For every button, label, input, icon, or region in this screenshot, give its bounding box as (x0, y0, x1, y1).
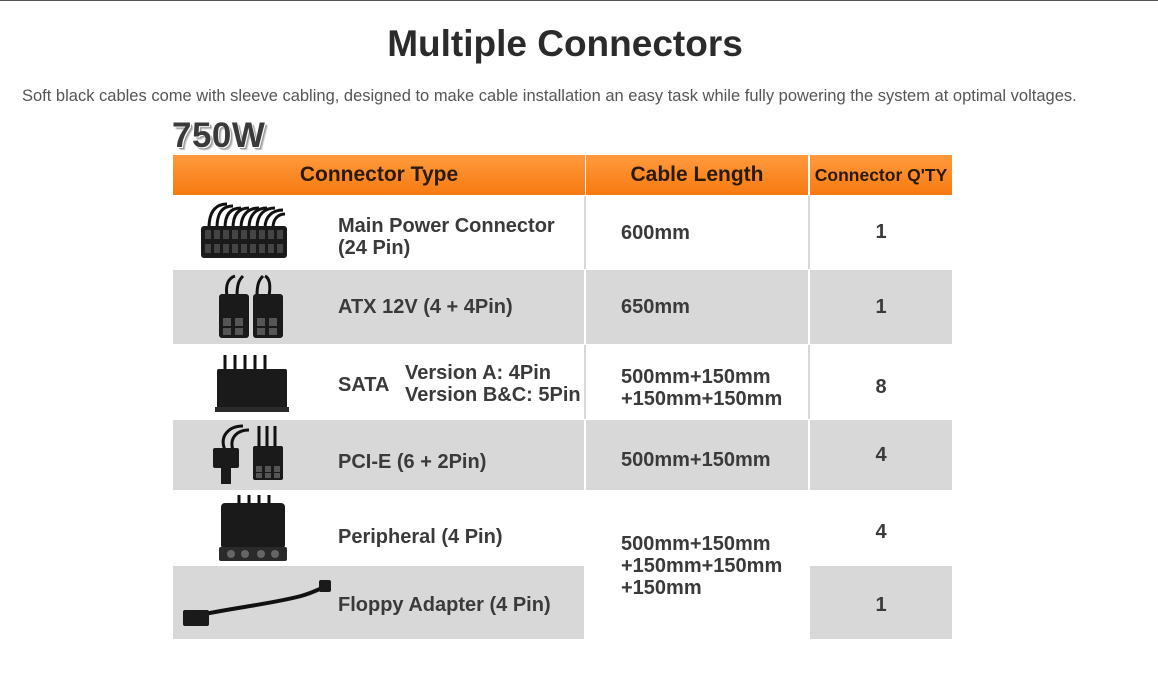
row-divider (584, 270, 586, 344)
cable-length: 500mm+150mm +150mm+150mm +150mm (621, 533, 782, 599)
table-row: Floppy Adapter (4 Pin) (173, 566, 584, 639)
cable-length-line3: +150mm (621, 577, 702, 599)
sata-version-a: Version A: 4Pin (405, 362, 551, 384)
molex-connector-icon (219, 495, 287, 561)
atx-12v-connector-icon (219, 274, 283, 338)
row-divider (808, 196, 810, 269)
atx-24pin-connector-icon (201, 202, 287, 258)
row-divider (584, 196, 586, 269)
connector-name: Peripheral (4 Pin) (338, 526, 503, 548)
header-connector-qty-label: Connector Q'TY (814, 164, 948, 185)
cable-length: 500mm+150mm +150mm+150mm (621, 366, 782, 410)
cable-length-line2: +150mm+150mm (621, 555, 783, 577)
pcie-connector-icon (213, 424, 283, 484)
header-connector-type-label: Connector Type (299, 163, 459, 186)
floppy-adapter-icon (183, 580, 331, 626)
table-row: Peripheral (4 Pin) (173, 491, 952, 565)
connector-name: SATA (338, 374, 390, 396)
sata-connector-icon (215, 355, 289, 412)
connector-qty: 4 (875, 443, 887, 466)
connector-qty: 1 (875, 295, 887, 318)
connector-qty: 8 (875, 375, 887, 398)
sata-version-bc: Version B&C: 5Pin (405, 384, 581, 406)
row-divider (808, 420, 810, 490)
connector-name-line2: (24 Pin) (338, 237, 411, 259)
cable-length-line1: 500mm+150mm (621, 533, 771, 555)
cable-length-line1: 500mm+150mm (621, 366, 771, 388)
header-cable-length-label: Cable Length (630, 163, 764, 186)
connector-name-line1: Main Power Connector (338, 215, 555, 237)
page-title: Multiple Connectors (387, 23, 743, 64)
connector-name: PCI-E (6 + 2Pin) (338, 451, 487, 473)
connector-name: Floppy Adapter (4 Pin) (338, 594, 551, 616)
cable-length: 500mm+150mm (621, 449, 771, 471)
table-row: SATA Version A: 4Pin Version B&C: 5Pin 5… (173, 345, 952, 419)
connector-qty: 4 (875, 521, 887, 543)
connector-name: Main Power Connector (24 Pin) (338, 215, 555, 259)
sata-versions: Version A: 4Pin Version B&C: 5Pin (405, 362, 581, 406)
wattage-label: 750W (172, 116, 266, 155)
row-divider (584, 420, 586, 490)
connector-qty: 1 (875, 594, 887, 616)
header-cable-length: Cable Length (586, 155, 808, 195)
connector-qty: 1 (875, 221, 887, 243)
cable-length-line2: +150mm+150mm (621, 388, 783, 410)
row-divider (808, 345, 810, 419)
connector-name: ATX 12V (4 + 4Pin) (338, 296, 513, 318)
row-divider (584, 345, 586, 419)
table-row: PCI-E (6 + 2Pin) (173, 420, 952, 490)
header-connector-qty: Connector Q'TY (810, 155, 952, 195)
row-divider (808, 270, 810, 344)
cable-length: 600mm (621, 222, 690, 244)
table-row: ATX 12V (4 + 4Pin) (173, 270, 952, 344)
cable-length: 650mm (621, 296, 690, 318)
page-subtitle: Soft black cables come with sleeve cabli… (22, 87, 1077, 105)
table-row: Main Power Connector (24 Pin) 600mm (173, 196, 952, 269)
header-connector-type: Connector Type (173, 155, 585, 195)
qty-cell-bg (810, 566, 952, 639)
